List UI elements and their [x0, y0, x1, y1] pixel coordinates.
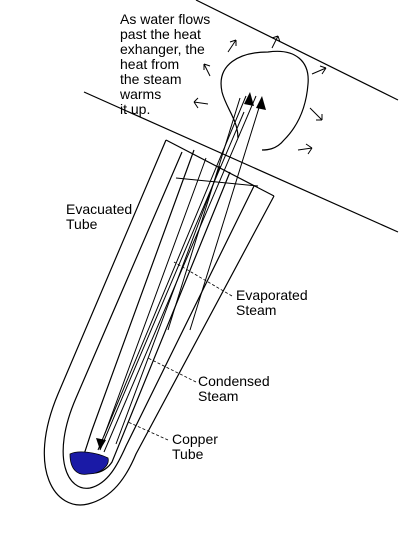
inner-tube-left [97, 95, 247, 451]
leader-copper [127, 421, 169, 441]
text-line: Condensed [198, 373, 270, 389]
text-line: Evaporated [236, 287, 308, 303]
leader-condensed [147, 357, 197, 383]
evacuated-tube-inner [62, 151, 255, 489]
text-line: the steam [120, 71, 182, 87]
condenser-tube-left [167, 97, 241, 331]
text-line: past the heat [120, 26, 201, 42]
tube-rim-inner [175, 177, 259, 187]
text-line: warms [120, 86, 162, 102]
text-line: As water flows [120, 11, 211, 27]
leader-evaporated [173, 261, 233, 297]
heat-arrow [203, 63, 211, 77]
text-line: it up. [120, 101, 151, 117]
text-line: exhanger, the [120, 41, 205, 57]
heat-arrow [227, 39, 237, 53]
heat-radiation-arrows [193, 35, 327, 155]
text-line: Steam [198, 388, 239, 404]
condensate-pool [69, 451, 109, 475]
heat-arrow [311, 65, 327, 75]
heat-arrow [309, 107, 323, 121]
evacuated-tube-outer [43, 139, 275, 506]
copper-tube-inner [103, 157, 221, 445]
upflow-arrow-head-2 [256, 96, 266, 110]
manifold-top-line [195, 0, 399, 101]
text-line: Evacuated [66, 201, 133, 217]
heat-arrow [271, 35, 281, 49]
text-line: Tube [172, 446, 204, 462]
heat-exchanger-bulb [220, 50, 309, 151]
downflow-arrow-line [99, 111, 245, 451]
text-line: Steam [236, 302, 277, 318]
heat-arrow [297, 143, 313, 155]
downflow-arrow-head [96, 438, 106, 450]
text-line: Copper [172, 431, 218, 447]
upflow-arrow-head [244, 92, 254, 106]
text-line: Tube [66, 216, 98, 232]
heat-arrow [193, 97, 209, 109]
manifold-bottom-line [83, 91, 399, 233]
text-line: heat from [120, 56, 180, 72]
